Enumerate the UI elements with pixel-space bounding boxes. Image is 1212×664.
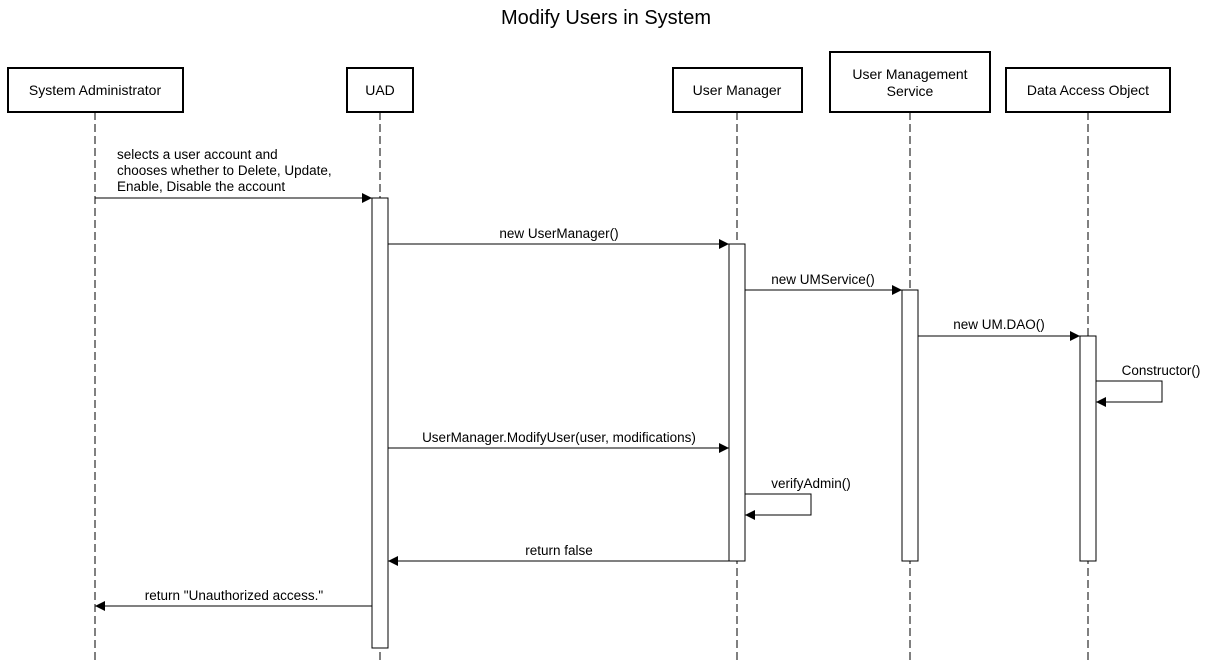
participant-label-system-administrator: System Administrator: [29, 82, 162, 98]
participant-label-user-manager: User Manager: [693, 82, 782, 98]
activation-uad: [371, 197, 389, 649]
participant-label-user-management-service-line2: Service: [887, 83, 934, 99]
participant-label-data-access-object: Data Access Object: [1027, 82, 1149, 98]
diagram-title: Modify Users in System: [501, 7, 711, 29]
message-label-verifyadmin: verifyAdmin(): [771, 476, 851, 491]
message-label-new-umdao: new UM.DAO(): [953, 317, 1045, 332]
participant-uad: [346, 67, 414, 113]
message-label-constructor: Constructor(): [1122, 363, 1201, 378]
message-label-select-line3: Enable, Disable the account: [117, 179, 285, 194]
message-label-new-umservice: new UMService(): [771, 272, 875, 287]
message-label-select-line2: chooses whether to Delete, Update,: [117, 163, 332, 178]
message-label-select-line1: selects a user account and: [117, 147, 278, 162]
return-label-unauthorized: return "Unauthorized access.": [145, 588, 324, 603]
participant-user-management-service: [829, 51, 991, 113]
activation-user-manager: [728, 243, 746, 562]
return-label-false: return false: [525, 543, 593, 558]
activation-data-access-object: [1079, 335, 1097, 562]
participant-user-manager: [672, 67, 803, 113]
self-message-arrow-constructor: [1096, 380, 1163, 407]
participant-label-uad: UAD: [365, 82, 395, 98]
message-label-modifyuser: UserManager.ModifyUser(user, modificatio…: [422, 430, 696, 445]
self-message-arrow-verifyadmin: [745, 493, 812, 520]
message-label-new-usermanager: new UserManager(): [499, 226, 618, 241]
participant-system-administrator: [7, 67, 184, 113]
participant-label-user-management-service-line1: User Management: [852, 66, 967, 82]
participant-data-access-object: [1005, 67, 1171, 113]
activation-user-management-service: [901, 289, 919, 562]
